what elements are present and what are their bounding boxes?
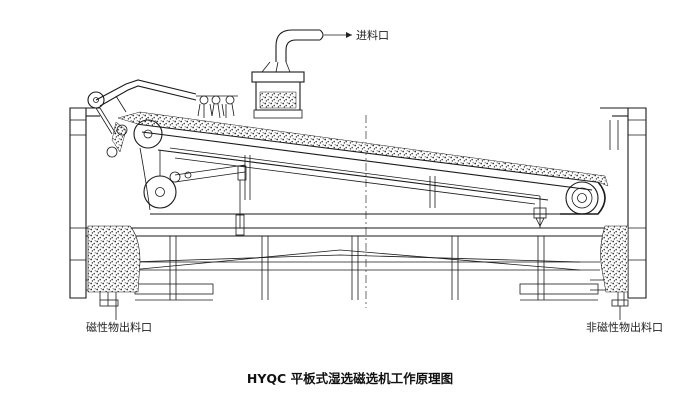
magnet-frame (169, 147, 547, 236)
magnetic-outlet-label: 磁性物出料口 (86, 321, 152, 334)
inclined-belt (111, 111, 609, 215)
magnetic-pile (87, 225, 141, 293)
spray-nozzles (196, 95, 238, 119)
feed-hopper (251, 61, 305, 119)
spray-pipe-arm (87, 79, 197, 135)
small-rollers (106, 124, 128, 158)
diagram-title: HYQC 平板式湿选磁选机工作原理图 (246, 371, 454, 386)
feed-inlet-label: 进料口 (356, 29, 389, 42)
tail-pulley (565, 181, 599, 215)
ore-layer (117, 111, 609, 187)
nonmagnetic-outlet-label: 非磁性物出料口 (586, 321, 663, 334)
head-pulley (133, 119, 163, 149)
nonmagnetic-pile (600, 225, 629, 293)
tension-pulley (143, 150, 177, 209)
base-frame (86, 115, 628, 308)
feed-pipe (275, 29, 352, 62)
